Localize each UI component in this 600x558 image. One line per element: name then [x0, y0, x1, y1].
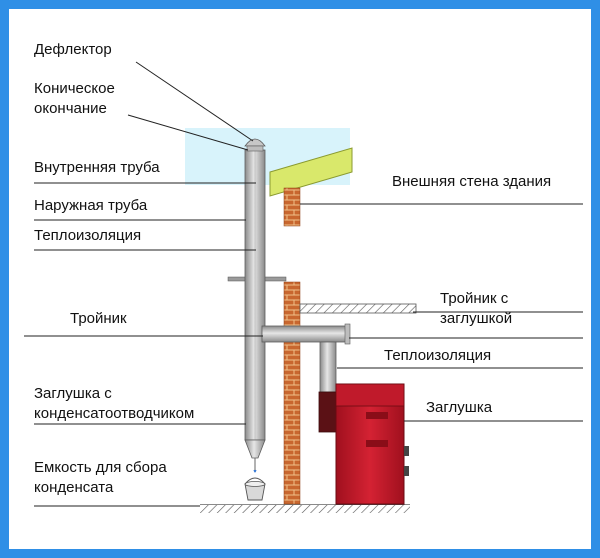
deflector	[244, 138, 266, 147]
label-conic-end-line2: окончание	[34, 100, 107, 117]
label-plug: Заглушка	[426, 399, 493, 416]
label-tee: Тройник	[70, 310, 127, 327]
tee-pipe	[261, 325, 349, 343]
label-outer-pipe: Наружная труба	[34, 197, 148, 214]
label-condensate-tank-line1: Емкость для сбора	[34, 459, 167, 476]
roof-slab	[269, 147, 353, 197]
label-tee-with-plug-line2: заглушкой	[440, 310, 513, 327]
boiler-flue	[318, 391, 337, 433]
leader-lines	[24, 61, 583, 507]
brick-wall-lower	[283, 281, 301, 505]
condensate-cone	[244, 439, 266, 459]
floor-slab	[299, 303, 417, 314]
ground	[200, 505, 410, 513]
label-inner-pipe: Внутренняя труба	[34, 159, 160, 176]
label-insulation-top: Теплоизоляция	[34, 227, 142, 244]
label-condensate-plug-line1: Заглушка с	[34, 385, 112, 402]
label-tee-with-plug-line1: Тройник с	[440, 290, 509, 307]
label-insulation-side: Теплоизоляция	[384, 347, 492, 364]
label-condensate-plug-line2: конденсатоотводчиком	[34, 405, 195, 422]
label-deflector: Дефлектор	[34, 41, 112, 58]
label-condensate-tank-line2: конденсата	[34, 479, 114, 496]
connector-pipe	[319, 341, 337, 393]
label-conic-end-line1: Коническое	[34, 80, 115, 97]
brick-wall-upper	[283, 187, 301, 227]
label-outer-wall: Внешняя стена здания	[392, 173, 552, 190]
